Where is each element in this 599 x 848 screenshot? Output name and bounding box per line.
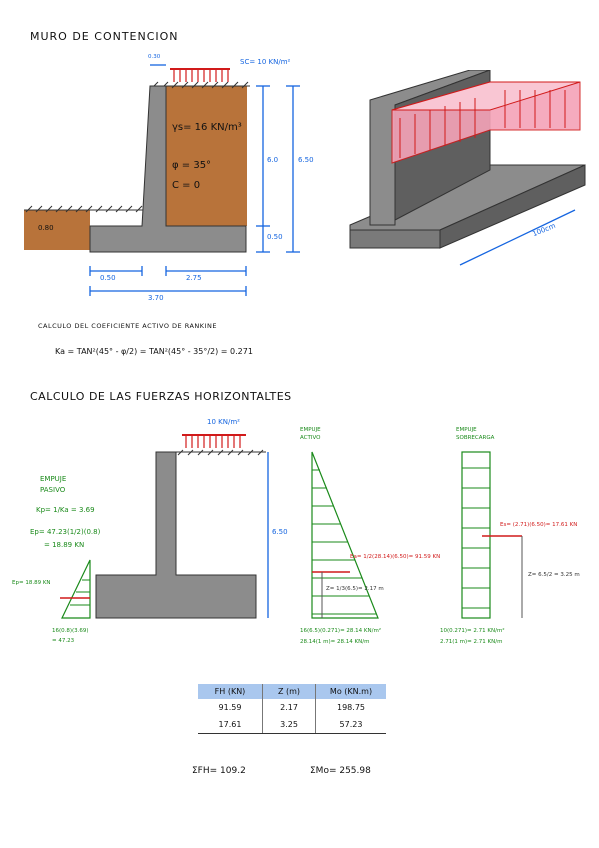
dim-6-0-label: 6.0 [267, 156, 279, 164]
active-triangle [311, 451, 379, 619]
table-row: 17.61 3.25 57.23 [198, 716, 386, 734]
forces-title: CALCULO DE LAS FUERZAS HORIZONTALTES [30, 390, 292, 403]
sum-fh: ΣFH= 109.2 [192, 766, 246, 776]
hatch-2 [177, 449, 264, 456]
kp-label: Kp= 1/Ka = 3.69 [36, 506, 95, 514]
passive-arrows [70, 579, 90, 606]
wall-concrete-2 [95, 451, 257, 619]
toe-depth-label: 0.80 [38, 224, 54, 232]
page-title: MURO DE CONTENCION [30, 30, 179, 43]
cell-fh: 91.59 [218, 703, 242, 712]
ep-arrow-label: Ep= 18.89 KN [12, 580, 51, 586]
cell-fh: 17.61 [198, 716, 263, 734]
wall-3d-diagram [349, 70, 586, 266]
zs-label: Z= 6.5/2 = 3.25 m [528, 572, 580, 578]
load-arrows-3d [399, 90, 566, 158]
base-width-label: 3.70 [148, 294, 164, 302]
sc-arrows [462, 467, 490, 609]
base-slab-side [439, 164, 586, 249]
height-label-2: 6.50 [272, 528, 288, 536]
dim-6-50-label: 6.50 [298, 156, 314, 164]
header-fh: FH (KN) [198, 684, 263, 699]
za-label: Z= 1/3(6.5)= 2.17 m [326, 586, 384, 592]
dim-0-50-label: 0.50 [267, 233, 283, 241]
active-arrows [312, 469, 376, 615]
dimension-lines [89, 64, 300, 296]
toe-soil [24, 210, 90, 250]
cohesion-label: C = 0 [172, 180, 201, 191]
toe-width-label: 0.50 [100, 274, 116, 282]
crest-width-label: 0.30 [148, 54, 161, 60]
table-row: 91.59 2.17 198.75 [198, 699, 386, 716]
sum-mo: ΣMo= 255.98 [310, 766, 371, 776]
es-label: Es= (2.71)(6.50)= 17.61 KN [500, 522, 578, 528]
surcharge-label-2: 10 KN/m² [207, 418, 240, 426]
passive-base-label: 16(0.8)(3.69)= 47.23 [52, 628, 89, 644]
wall-concrete [89, 85, 247, 253]
results-table: FH (KN) Z (m) Mo (KN.m) 91.59 2.17 198.7… [198, 684, 386, 734]
rankine-title: CALCULO DEL COEFICIENTE ACTIVO DE RANKIN… [38, 322, 217, 330]
ep-result: = 18.89 KN [44, 541, 85, 549]
rankine-formula: Ka = TAN²(45° - φ/2) = TAN²(45° - 35°/2)… [55, 347, 253, 356]
cell-mo: 198.75 [315, 699, 386, 716]
table-header-row: FH (KN) Z (m) Mo (KN.m) [198, 684, 386, 699]
toe-hatch [25, 205, 143, 213]
phi-label: φ = 35° [172, 160, 212, 171]
surcharge-label: SC= 10 KN/m² [240, 58, 291, 66]
passive-triangle [61, 559, 91, 619]
forces-diagram [60, 434, 523, 619]
backfill-hatch [151, 81, 249, 89]
depth-dimension-line [459, 209, 576, 266]
surcharge-arrows [173, 70, 229, 82]
results-table-wrap: FH (KN) Z (m) Mo (KN.m) 91.59 2.17 198.7… [198, 684, 386, 734]
header-z: Z (m) [262, 684, 316, 699]
cell-z: 3.25 [262, 716, 316, 734]
surcharge-arrows-2 [185, 436, 241, 448]
surcharge-rect [461, 451, 491, 619]
header-mo: Mo (KN.m) [315, 684, 386, 699]
heel-width-label: 2.75 [186, 274, 202, 282]
ea-label: Ea= 1/2(28.14)(6.50)= 91.59 KN [350, 554, 441, 560]
cell-mo: 57.23 [315, 716, 386, 734]
ep-formula: Ep= 47.23(1/2)(0.8) [30, 528, 101, 536]
gamma-label: γs= 16 KN/m³ [172, 122, 242, 133]
base-slab-front [349, 229, 441, 249]
cell-z: 2.17 [262, 699, 316, 716]
wall-section-diagram [24, 64, 300, 296]
